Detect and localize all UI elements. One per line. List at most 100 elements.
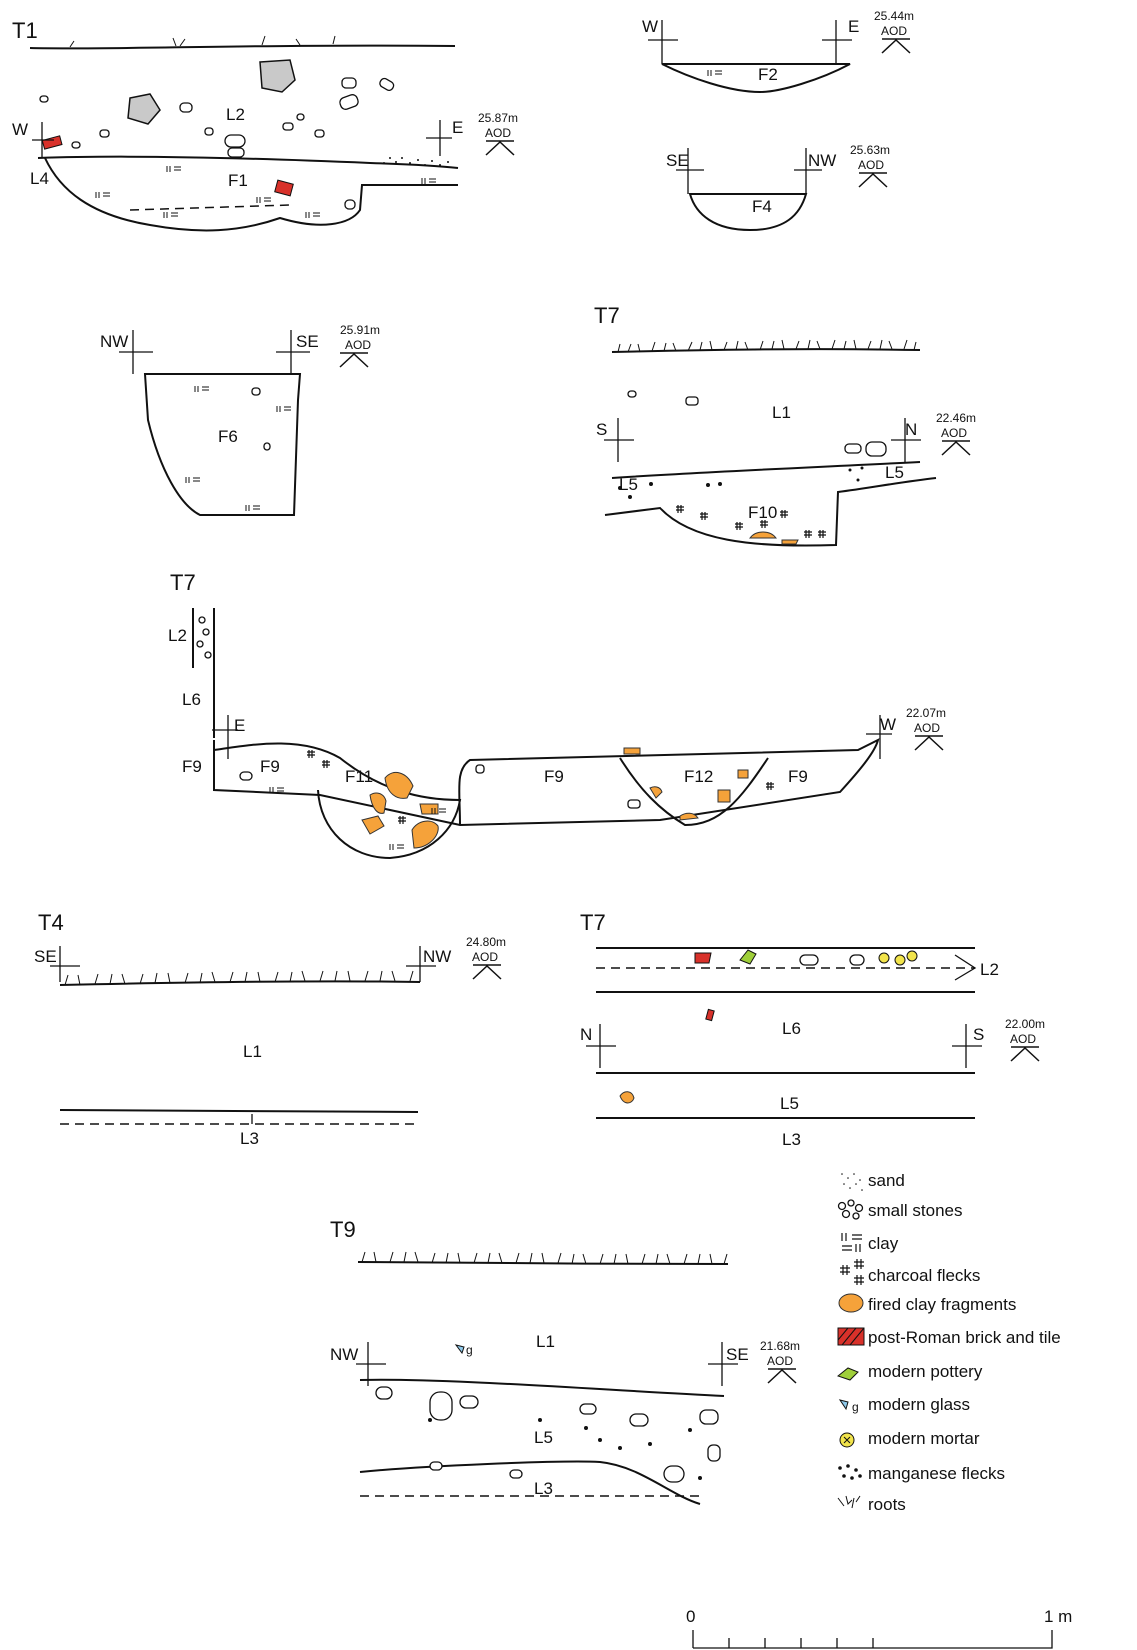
feature-label: F11: [345, 767, 373, 786]
trench-label: T1: [12, 18, 38, 43]
dir-right: SE: [296, 332, 319, 351]
small-stones-symbol: [837, 1199, 864, 1220]
layer-label: F9: [182, 757, 202, 776]
layer-label: L6: [182, 690, 201, 709]
section-t4: T4 SE NW 24.80m AOD L1 L3: [34, 910, 506, 1148]
dir-right: NW: [423, 947, 451, 966]
trench-label: T7: [580, 910, 606, 935]
feature-label: F9: [260, 757, 280, 776]
scale-start: 0: [686, 1607, 695, 1626]
section-f4: SE NW 25.63m AOD F4: [666, 143, 890, 232]
legend-label: sand: [868, 1171, 905, 1190]
legend-label: modern pottery: [868, 1362, 983, 1381]
trench-label: T9: [330, 1217, 356, 1242]
dir-left: SE: [34, 947, 57, 966]
dir-left: NW: [100, 332, 128, 351]
datum-level: 22.46m: [936, 411, 976, 425]
legend-label: modern mortar: [868, 1429, 980, 1448]
layer-label: L2: [980, 960, 999, 979]
scale-end: 1 m: [1044, 1607, 1072, 1626]
scale-bar: 0 1 m: [686, 1607, 1072, 1649]
feature-label: F10: [748, 503, 777, 522]
manganese-symbol: [838, 1464, 862, 1480]
legend-label: small stones: [868, 1201, 962, 1220]
layer-label: L5: [619, 475, 638, 494]
glass-symbol: g: [838, 1399, 859, 1414]
section-t7-sn: T7 S N 22.46m AOD L1 L5 L5 F10: [594, 303, 976, 547]
roots-symbol: [837, 1495, 861, 1509]
datum-level: 25.87m: [478, 111, 518, 125]
dir-left: W: [642, 17, 658, 36]
layer-label: L1: [536, 1332, 555, 1351]
dir-left: E: [234, 716, 245, 735]
datum-level: 22.07m: [906, 706, 946, 720]
dir-right: NW: [808, 151, 836, 170]
feature-label: F1: [228, 171, 248, 190]
layer-label: L4: [30, 169, 49, 188]
datum-level: 25.91m: [340, 323, 380, 337]
layer-label: L2: [226, 105, 245, 124]
layer-label: L2: [168, 626, 187, 645]
dir-right: E: [848, 17, 859, 36]
layer-label: L6: [782, 1019, 801, 1038]
section-t7-ns: T7 N S 22.00m AOD L2 L6 L5 L3: [580, 910, 1045, 1149]
mortar-symbol: [839, 1432, 855, 1448]
datum-level: 21.68m: [760, 1339, 800, 1353]
pottery-symbol: [836, 1367, 859, 1381]
legend-label: modern glass: [868, 1395, 970, 1414]
glass-mark: g: [466, 1343, 473, 1357]
layer-label: L1: [243, 1042, 262, 1061]
feature-label: F4: [752, 197, 772, 216]
legend-label: post-Roman brick and tile: [868, 1328, 1061, 1347]
dir-right: SE: [726, 1345, 749, 1364]
datum-aod: AOD: [345, 338, 371, 352]
layer-label: L1: [772, 403, 791, 422]
section-t1: T1 W E 25.87m AOD: [12, 18, 518, 232]
section-t7-ew: T7 L2 L6 E W 22.07m AOD F9 F9 F11 F9: [168, 570, 946, 860]
sand-symbol: [841, 1173, 863, 1191]
layer-label: L5: [885, 463, 904, 482]
dir-right: E: [452, 118, 463, 137]
legend-label: charcoal flecks: [868, 1266, 980, 1285]
layer-label: L5: [780, 1094, 799, 1113]
layer-label: L3: [782, 1130, 801, 1149]
fired-clay-symbol: [838, 1293, 864, 1313]
datum-level: 25.63m: [850, 143, 890, 157]
dir-left: N: [580, 1025, 592, 1044]
layer-label: L5: [534, 1428, 553, 1447]
section-f2: W E 25.44m AOD F2: [642, 9, 914, 94]
trench-label: T4: [38, 910, 64, 935]
legend: g sand small stones clay charcoal flecks…: [836, 1171, 1061, 1514]
datum-aod: AOD: [485, 126, 511, 140]
dir-left: SE: [666, 151, 689, 170]
layer-label: L3: [240, 1129, 259, 1148]
datum-aod: AOD: [881, 24, 907, 38]
section-f6: NW SE 25.91m AOD F6: [100, 323, 380, 516]
dir-right: N: [905, 420, 917, 439]
datum-level: 24.80m: [466, 935, 506, 949]
trench-label: T7: [170, 570, 196, 595]
feature-label: F9: [544, 767, 564, 786]
svg-text:g: g: [852, 1400, 859, 1414]
charcoal-symbol: [840, 1259, 864, 1285]
legend-label: clay: [868, 1234, 899, 1253]
dir-left: NW: [330, 1345, 358, 1364]
dir-right: W: [880, 715, 896, 734]
datum-aod: AOD: [941, 426, 967, 440]
datum-aod: AOD: [1010, 1032, 1036, 1046]
dir-left: S: [596, 420, 607, 439]
section-t9: T9 NW SE 21.68m AOD g L1 L5: [330, 1217, 800, 1505]
datum-aod: AOD: [472, 950, 498, 964]
datum-aod: AOD: [858, 158, 884, 172]
clay-symbol: [841, 1233, 862, 1252]
dir-right: S: [973, 1025, 984, 1044]
datum-level: 22.00m: [1005, 1017, 1045, 1031]
dir-left: W: [12, 120, 28, 139]
legend-label: roots: [868, 1495, 906, 1514]
feature-label: F12: [684, 767, 713, 786]
layer-label: L3: [534, 1479, 553, 1498]
datum-aod: AOD: [914, 721, 940, 735]
legend-label: fired clay fragments: [868, 1295, 1016, 1314]
datum-aod: AOD: [767, 1354, 793, 1368]
